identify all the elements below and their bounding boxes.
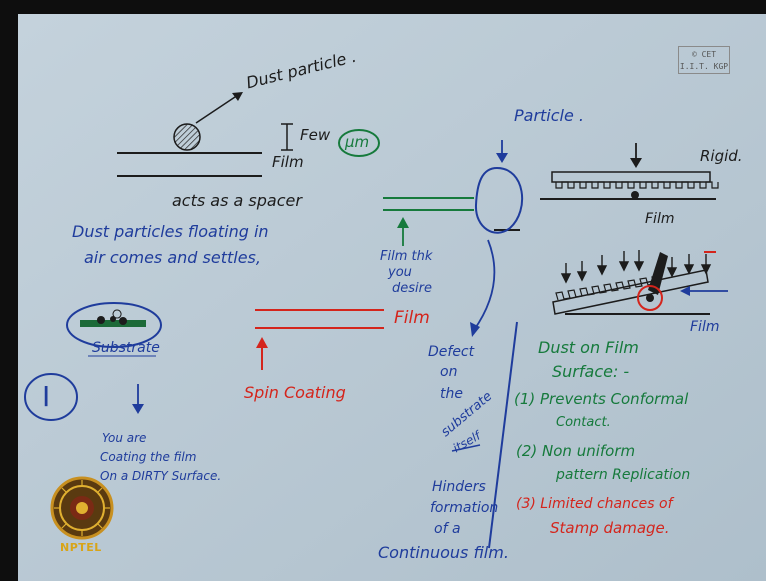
board-surface [18, 14, 766, 581]
item1-line1: (1) Prevents Conformal [514, 390, 689, 408]
particle-label: Particle . [514, 106, 585, 125]
watermark-line1: © CET [691, 50, 717, 59]
dirty-line3: On a DIRTY Surface. [100, 469, 222, 483]
divider-line [488, 321, 518, 549]
film-thk-line1: Film thk [380, 249, 433, 264]
item3-line2: Stamp damage. [550, 519, 670, 537]
spacer-label: acts as a spacer [172, 191, 302, 210]
film-label-right-top: Film [645, 211, 675, 227]
defect-line1: Defect [428, 344, 475, 360]
hinders-line2: formation [430, 500, 499, 516]
dust-arrow-head [232, 92, 243, 101]
logo-text: NPTEL [60, 541, 102, 554]
item2-line1: (2) Non uniform [516, 442, 636, 460]
watermark-line2: I.I.T. KGP [679, 62, 729, 71]
um-circle [338, 129, 380, 157]
film-thk-line2: you [388, 265, 412, 280]
defect-line3: the [440, 386, 463, 402]
dust-particle-sphere [173, 123, 201, 151]
dirty-line1: You are [102, 431, 147, 445]
dirty-line2: Coating the film [100, 450, 197, 464]
film-label-right-bottom: Film [690, 319, 720, 335]
substrate-label: Substrate [92, 340, 160, 356]
item3-line1: (3) Limited chances of [516, 496, 673, 512]
dust-title-line1: Dust on Film [538, 338, 639, 357]
defect-circle-red [637, 285, 663, 311]
film-label-left: Film [272, 153, 304, 171]
nptel-logo [50, 476, 114, 540]
dust-title-line2: Surface: - [552, 362, 630, 381]
film-thk-line3: desire [392, 281, 432, 296]
hinders-line1: Hinders [432, 479, 486, 495]
substrate-ellipse [66, 302, 162, 348]
defect-line2: on [440, 364, 458, 380]
tilted-stamp [552, 252, 709, 315]
roman-numeral: I [42, 380, 51, 413]
hinders-line4: Continuous film. [378, 543, 509, 562]
particle-circle [474, 166, 524, 234]
dust-arrow [195, 94, 239, 124]
roman-numeral-circle [24, 373, 78, 421]
item2-line2: pattern Replication [556, 467, 691, 483]
hinders-line3: of a [434, 521, 461, 537]
watermark-box: © CET I.I.T. KGP [678, 46, 730, 74]
rigid-stamp [551, 171, 711, 183]
item1-line2: Contact. [556, 415, 611, 430]
um-label: μm [345, 133, 370, 151]
spin-coating-label: Spin Coating [244, 383, 346, 402]
floating-line1: Dust particles floating in [72, 222, 269, 241]
few-label: Few [300, 126, 331, 144]
spin-film-label: Film [394, 308, 430, 328]
floating-line2: air comes and settles, [84, 248, 261, 267]
rigid-label: Rigid. [700, 147, 743, 165]
